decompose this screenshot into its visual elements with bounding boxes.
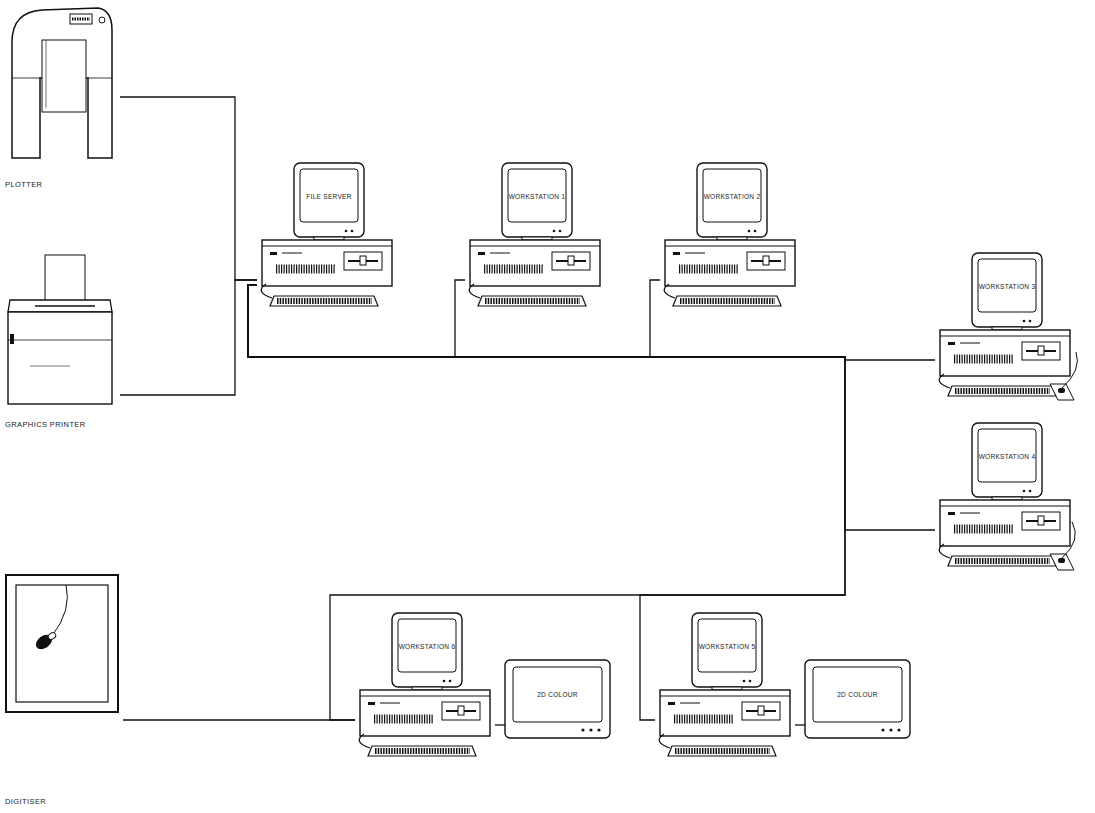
screen-label: 2D COLOUR: [837, 691, 878, 698]
network-cable: [795, 724, 805, 725]
computer-drawing: [659, 613, 790, 756]
screen-label: WORKSTATION 6: [399, 643, 456, 650]
computer-drawing: [359, 613, 490, 756]
text-area: WORKSTATION 2: [703, 171, 761, 222]
network-cable: [248, 285, 845, 720]
screen-label: WORKSTATION 5: [699, 643, 756, 650]
monitor-drawing: [805, 660, 910, 738]
text-area: 2D COLOUR: [813, 667, 902, 722]
device-label: PLOTTER: [5, 181, 120, 190]
monitor-node: 2D COLOUR: [505, 660, 610, 738]
computer-node: FILE SERVER: [257, 163, 397, 313]
screen-label: WORKSTATION 2: [704, 193, 761, 200]
network-cable: [248, 280, 660, 357]
computer-node: WORKSTATION 2: [660, 163, 800, 313]
device-label: DIGITISER: [5, 798, 123, 807]
screen-label: WORKSTATION 1: [509, 193, 566, 200]
text-area: 2D COLOUR: [513, 667, 602, 722]
text-area: DIGITISER: [5, 798, 123, 807]
text-area: WORKSTATION 1: [508, 171, 566, 222]
computer-drawing: [469, 163, 600, 306]
printer-drawing: [8, 255, 112, 404]
text-area: WORKSTATION 4: [978, 431, 1036, 482]
network-cable: [123, 719, 355, 720]
mouse-drawing: [1050, 352, 1077, 570]
screen-label: FILE SERVER: [306, 193, 351, 200]
network-cable: [120, 97, 257, 280]
computer-node: WORKSTATION 4: [935, 423, 1075, 573]
computer-drawing: [664, 163, 795, 306]
text-area: WORKSTATION 6: [398, 621, 456, 672]
network-cable: [248, 285, 845, 720]
text-area: FILE SERVER: [300, 171, 358, 222]
computer-node: WORKSTATION 3: [935, 253, 1075, 403]
computer-node: WORKSTATION 1: [465, 163, 605, 313]
monitor-node: 2D COLOUR: [805, 660, 910, 738]
computer-node: WORKSTATION 5: [655, 613, 795, 763]
network-cable: [248, 285, 935, 360]
device-label: GRAPHICS PRINTER: [5, 421, 120, 430]
network-cable: [495, 724, 505, 725]
device-node: GRAPHICS PRINTER: [5, 255, 120, 430]
text-area: GRAPHICS PRINTER: [5, 421, 120, 430]
plotter-drawing: [12, 8, 112, 158]
network-cable: [248, 285, 935, 530]
screen-label: WORKSTATION 3: [979, 283, 1036, 290]
text-area: PLOTTER: [5, 181, 120, 190]
monitor-drawing: [505, 660, 610, 738]
computer-drawing: [261, 163, 392, 306]
network-cable: [248, 280, 465, 357]
screen-label: WORKSTATION 4: [979, 453, 1036, 460]
computer-node: WORKSTATION 6: [355, 613, 495, 763]
text-area: WORKSTATION 3: [978, 261, 1036, 312]
computer-drawing: [939, 253, 1070, 396]
device-node: PLOTTER: [5, 5, 120, 190]
network-cable: [120, 280, 257, 395]
device-node: DIGITISER: [5, 572, 123, 807]
digitiser-drawing: [6, 575, 118, 712]
text-area: WORKSTATION 5: [698, 621, 756, 672]
screen-label: 2D COLOUR: [537, 691, 578, 698]
computer-drawing: [939, 423, 1070, 566]
